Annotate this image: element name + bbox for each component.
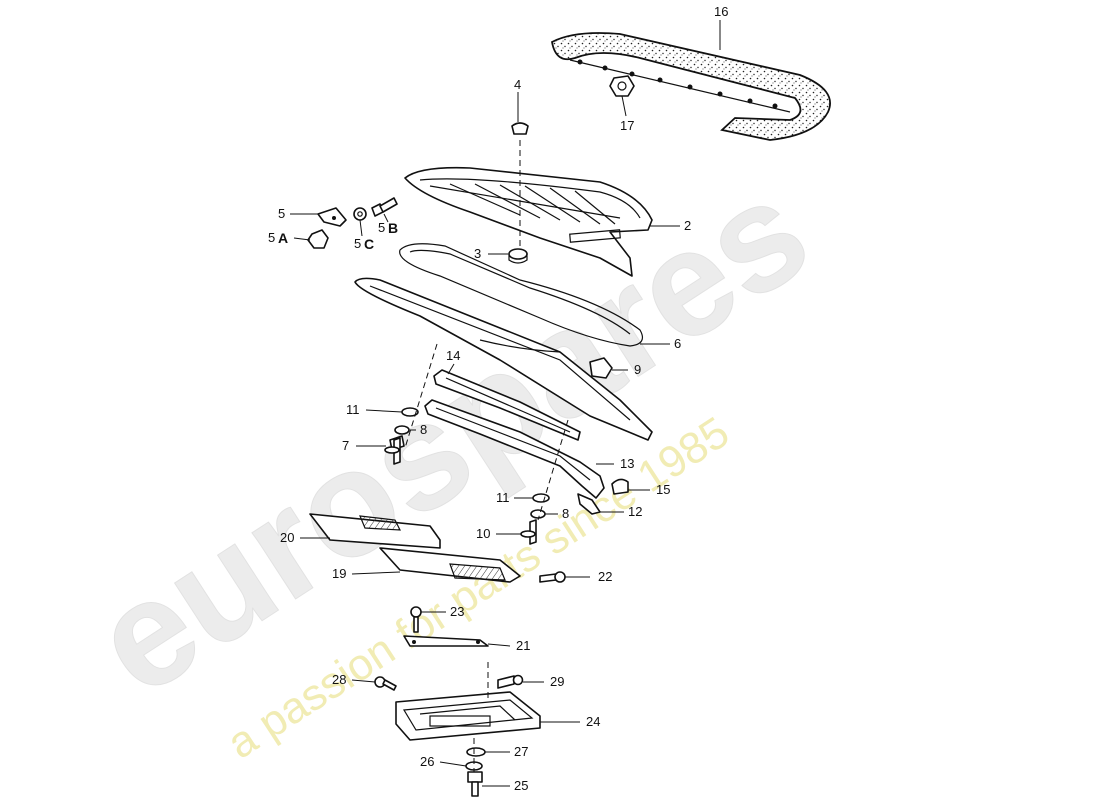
callout-5c: 5 C — [354, 236, 374, 252]
part-5b-bolt — [371, 197, 398, 217]
part-13-hinge-strip — [424, 399, 605, 499]
part-5c-washer — [353, 207, 367, 221]
part-23-screw — [410, 606, 422, 633]
callout-11-left: 11 — [346, 402, 360, 417]
callout-5a-number: 5 — [268, 230, 275, 245]
callout-3: 3 — [474, 246, 481, 261]
callout-12: 12 — [628, 504, 642, 519]
callout-25: 25 — [514, 778, 528, 793]
callout-27: 27 — [514, 744, 528, 759]
part-3-grommet — [508, 248, 528, 264]
callout-19: 19 — [332, 566, 346, 581]
part-28-screw — [374, 676, 397, 691]
part-2-engine-lid — [404, 166, 653, 277]
callout-5b: 5 B — [378, 220, 398, 236]
part-22-screw — [539, 571, 566, 583]
part-9-clip — [589, 357, 613, 379]
part-24-carrier — [395, 691, 541, 741]
callout-5c-letter: C — [364, 236, 374, 252]
callout-26: 26 — [420, 754, 434, 769]
callout-15: 15 — [656, 482, 670, 497]
callout-4: 4 — [514, 77, 521, 92]
callout-23: 23 — [450, 604, 464, 619]
callout-7: 7 — [342, 438, 349, 453]
part-5a-nut — [307, 229, 329, 249]
callout-5a: 5 A — [268, 230, 288, 246]
callout-22: 22 — [598, 569, 612, 584]
part-7-bolt — [384, 435, 405, 465]
callout-6: 6 — [674, 336, 681, 351]
part-20-filter — [309, 513, 441, 549]
assembly-lines — [404, 140, 569, 772]
part-29-screw — [497, 674, 524, 689]
part-inner-frame — [354, 277, 653, 441]
watermark: eurospares a passion for parts since 198… — [65, 145, 836, 768]
callout-5c-number: 5 — [354, 236, 361, 251]
callout-16: 16 — [714, 4, 728, 19]
callout-17: 17 — [620, 118, 634, 133]
part-19-filter — [379, 547, 521, 583]
part-8-washer-left — [394, 425, 410, 435]
callout-8-left: 8 — [420, 422, 427, 437]
part-4-plug — [511, 122, 529, 135]
part-8-washer-right — [530, 509, 546, 519]
callout-10: 10 — [476, 526, 490, 541]
callout-13: 13 — [620, 456, 634, 471]
callout-5: 5 — [278, 206, 285, 221]
callout-11-right: 11 — [496, 490, 510, 505]
part-12-end-piece — [577, 493, 601, 515]
part-14-strip — [433, 369, 581, 441]
part-5-bracket — [317, 207, 347, 227]
part-11-washer-right — [532, 493, 550, 503]
callout-labels: 16 17 4 2 3 5 5 A 5 B 5 C 6 9 14 11 8 7 … — [268, 4, 728, 793]
callout-5a-letter: A — [278, 230, 288, 246]
part-10-bolt — [520, 519, 537, 545]
leader-lines — [290, 20, 721, 787]
callout-24: 24 — [586, 714, 600, 729]
callout-5b-letter: B — [388, 220, 398, 236]
callout-8-right: 8 — [562, 506, 569, 521]
part-16-spoiler-trim — [550, 32, 831, 141]
part-25-bolt — [467, 771, 483, 797]
part-21-bracket — [403, 635, 489, 647]
part-27-washer — [466, 747, 486, 757]
callout-2: 2 — [684, 218, 691, 233]
callout-9: 9 — [634, 362, 641, 377]
part-15-buffer — [611, 478, 629, 495]
part-17-clip-nut — [609, 75, 635, 97]
callout-29: 29 — [550, 674, 564, 689]
part-6-seal — [399, 243, 643, 347]
callout-14: 14 — [446, 348, 460, 363]
callout-5b-number: 5 — [378, 220, 385, 235]
callout-28: 28 — [332, 672, 346, 687]
callout-21: 21 — [516, 638, 530, 653]
callout-20: 20 — [280, 530, 294, 545]
